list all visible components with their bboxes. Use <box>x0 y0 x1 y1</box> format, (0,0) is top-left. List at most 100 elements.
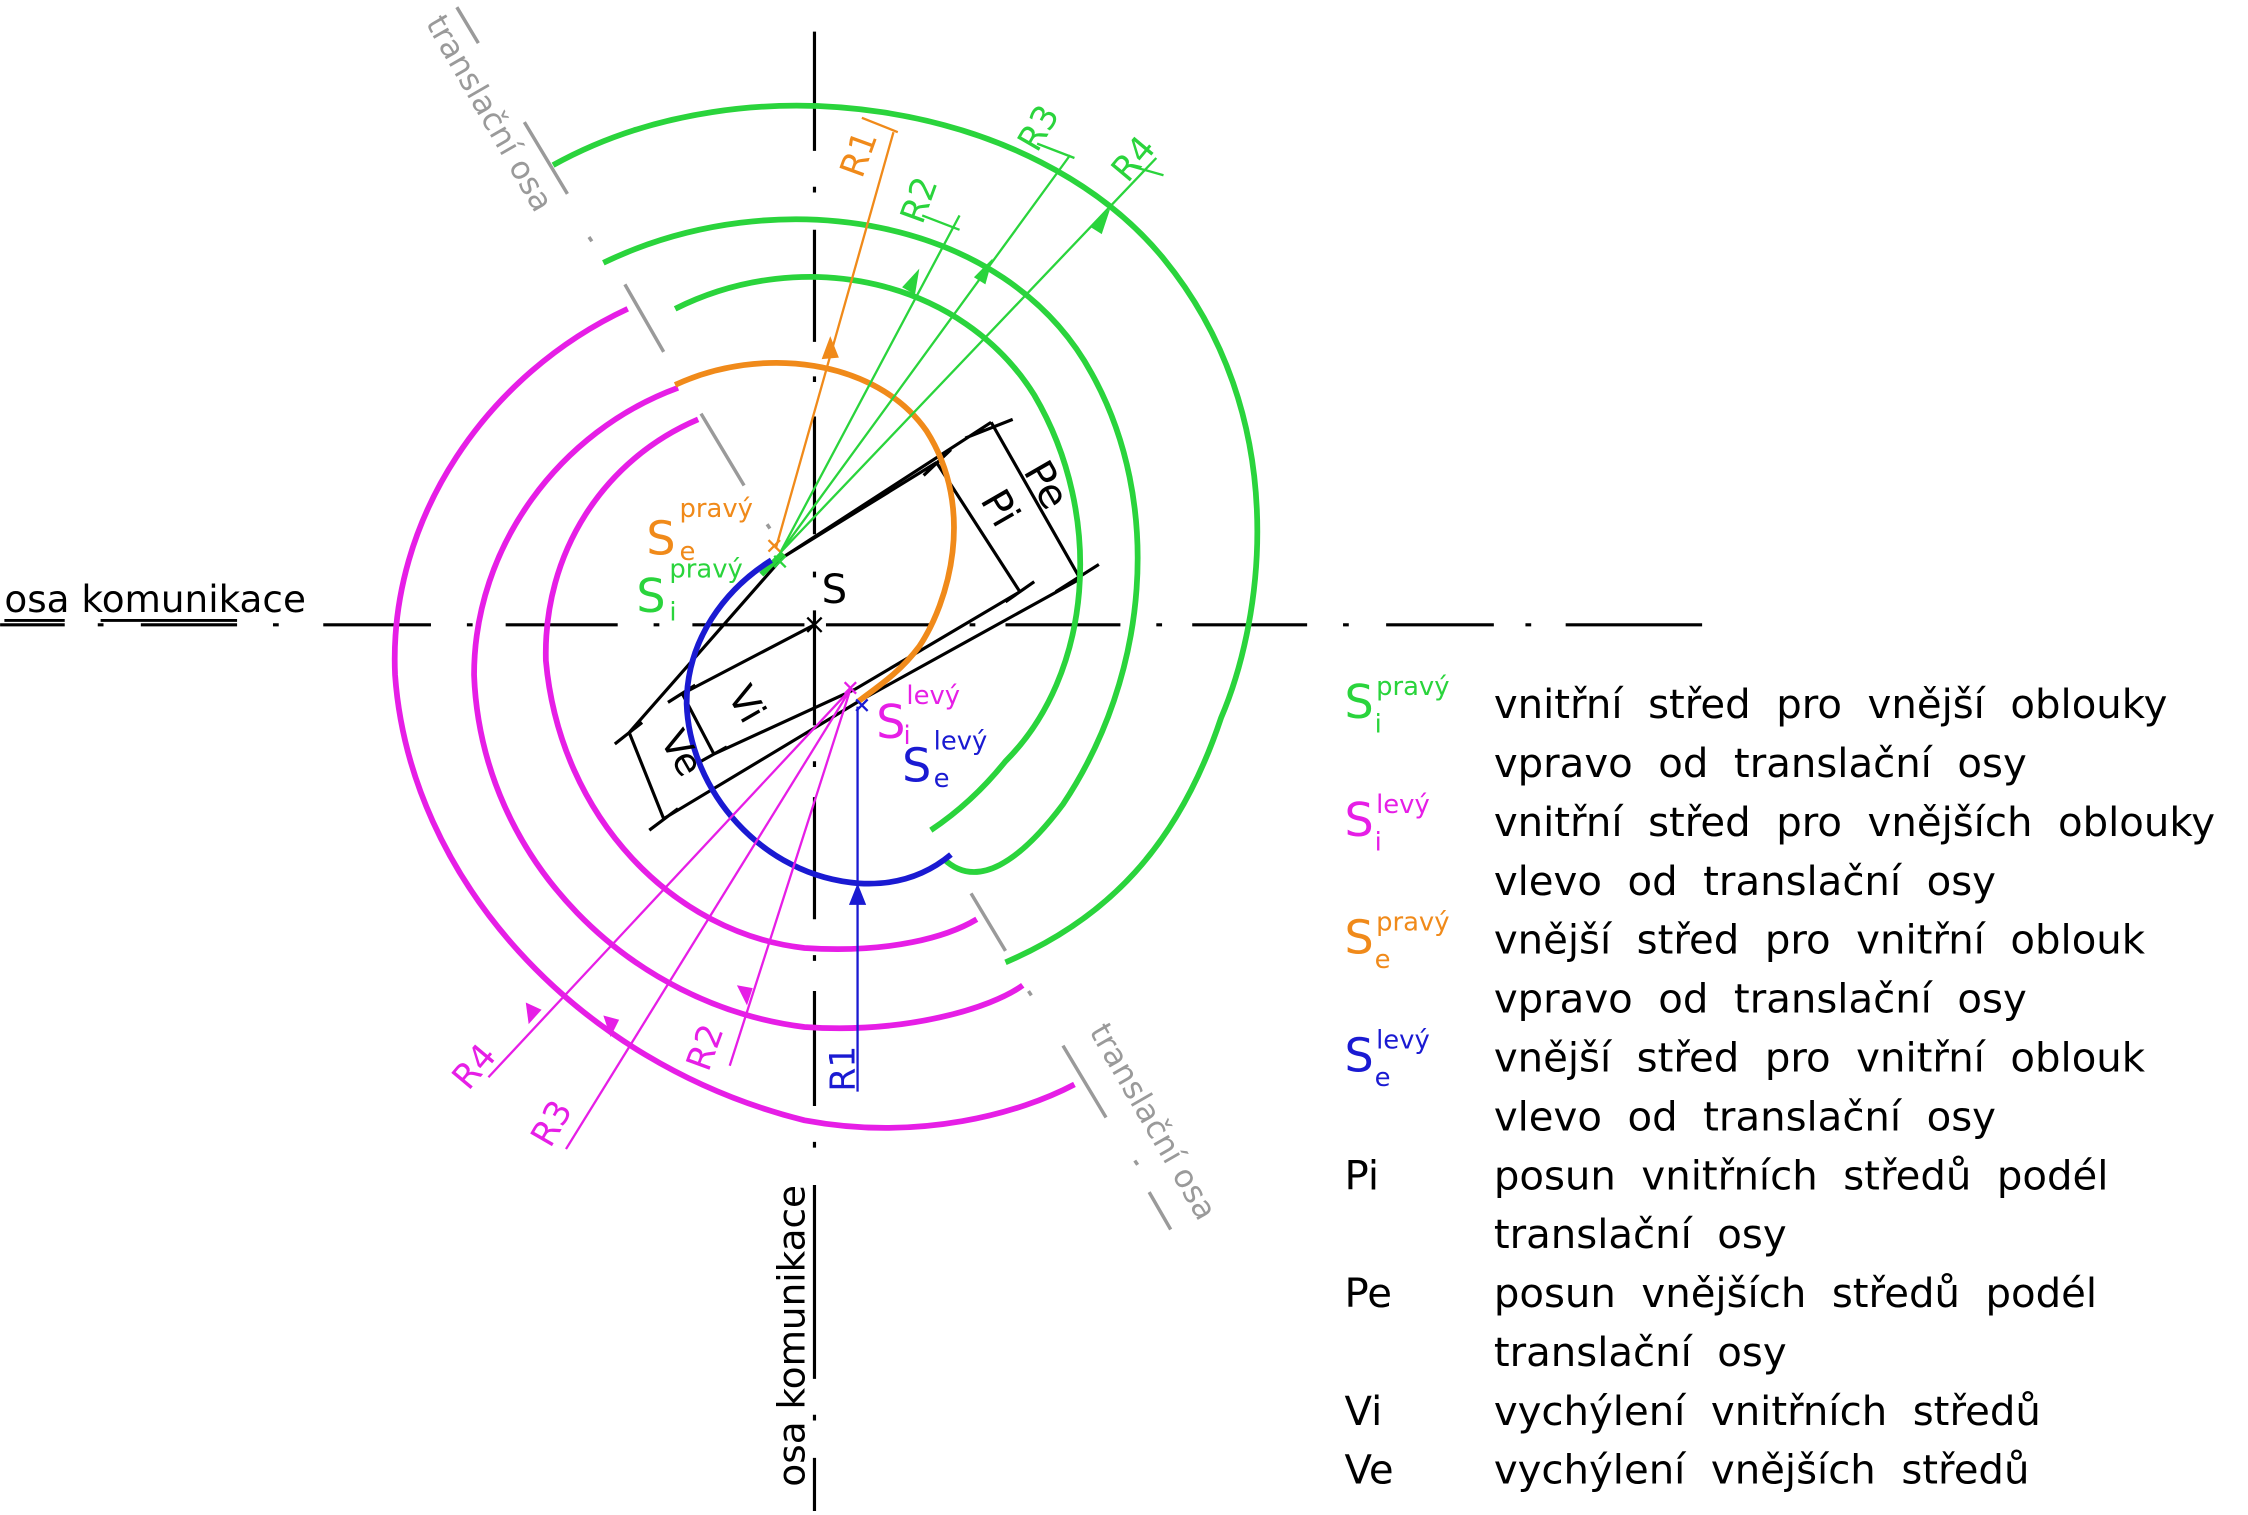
ve-dimension <box>613 556 863 832</box>
si-pravy-sub: i <box>669 597 676 627</box>
translation-axis-top-label: translační osa <box>418 9 559 218</box>
r2-bottom-label: R2 <box>679 1019 732 1076</box>
s-center-cross <box>806 616 823 633</box>
si-pravy-sup: pravý <box>669 554 742 584</box>
legend-row: Pe posun vnějších středů podél translační … <box>1344 1271 2097 1376</box>
legend-symbol: Pi <box>1344 1153 1379 1199</box>
r3-top-leader <box>779 154 1072 554</box>
se-pravy-sub: e <box>679 537 695 567</box>
translation-axis <box>455 6 1173 1231</box>
legend-symbol: S <box>1344 911 1373 965</box>
r2-bottom-arrowhead <box>736 985 753 1006</box>
legend-symbol: Ve <box>1344 1448 1393 1494</box>
r4-top-leader <box>779 157 1158 554</box>
se-pravy-label: S pravý e <box>646 494 753 567</box>
se-levy-cross <box>855 698 869 712</box>
si-levy-base: S <box>876 695 905 749</box>
road-axes <box>0 31 1703 1511</box>
pe-dimension <box>782 417 1100 701</box>
orange-inner-arc <box>673 360 957 704</box>
legend-symbol: Pe <box>1344 1271 1392 1317</box>
legend-row: Pi posun vnitřních středů podél translační… <box>1344 1153 2108 1258</box>
center-markers <box>767 539 869 712</box>
legend-symbol-sup: pravý <box>1376 672 1449 702</box>
r2-top-arrowhead <box>902 268 920 295</box>
legend-symbol-sub: i <box>1375 827 1382 857</box>
legend-description-line: vychýlení vnějších středů <box>1494 1448 2030 1494</box>
si-levy-cross <box>843 681 857 695</box>
se-pravy-sup: pravý <box>679 494 752 524</box>
si-levy-sub: i <box>904 721 911 751</box>
si-pravy-base: S <box>636 569 665 623</box>
vertical-axis-label: osa komunikace <box>769 1185 813 1487</box>
r3-bottom-arrowhead <box>603 1015 620 1038</box>
legend-symbol: Vi <box>1344 1389 1382 1435</box>
r4-top-arrowhead <box>1090 208 1111 235</box>
translation-axis-bottom-line <box>969 892 1173 1231</box>
se-levy-label: S levý e <box>902 727 987 794</box>
legend-description-line: translační osy <box>1494 1212 1787 1258</box>
r2-bottom-leader <box>728 689 852 1067</box>
legend-description-line: vpravo od translační osy <box>1494 741 2027 787</box>
green-arc-r4 <box>551 102 1261 965</box>
magenta-arc-r3 <box>471 385 1025 1032</box>
r1-bottom-arrowhead <box>848 883 867 905</box>
si-pravy-cross <box>773 555 787 569</box>
r1-top-label: R1 <box>833 126 886 183</box>
r3-top-arrowhead <box>973 258 993 285</box>
vi-dimension <box>667 623 856 763</box>
se-levy-base: S <box>902 738 931 792</box>
r4-bottom-arrowhead <box>525 1002 542 1025</box>
r2-top-label: R2 <box>893 172 946 229</box>
legend-symbol: S <box>1344 793 1373 847</box>
magenta-arc-r4 <box>391 306 1076 1131</box>
green-si-short <box>759 550 785 577</box>
se-levy-sup: levý <box>934 727 988 757</box>
vi-label: Vi <box>719 678 775 730</box>
legend-description-line: vnitřní střed pro vnější oblouky <box>1494 682 2168 728</box>
r2-top-leader <box>778 214 961 554</box>
se-pravy-base: S <box>646 511 675 565</box>
magenta-arcs <box>391 306 1076 1131</box>
green-arcs <box>551 102 1261 965</box>
legend-description-line: posun vnitřních středů podél <box>1494 1153 2109 1199</box>
center-label: S <box>822 567 848 613</box>
r3-top-underline <box>1036 142 1075 160</box>
blue-inner-arc <box>683 557 953 887</box>
r4-top-label: R4 <box>1104 129 1164 190</box>
r1-top-arrowhead <box>821 336 839 360</box>
legend-description-line: translační osy <box>1494 1330 1787 1376</box>
legend-description-line: vychýlení vnitřních středů <box>1494 1389 2041 1435</box>
legend-symbol: S <box>1344 675 1373 729</box>
pi-dimension <box>782 448 1036 691</box>
r1-top-underline <box>861 116 899 134</box>
r4-bottom-label: R4 <box>445 1037 505 1098</box>
legend-symbol: S <box>1344 1028 1373 1082</box>
radius-arrowheads <box>525 208 1111 1038</box>
legend-description-line: vnější střed pro vnitřní oblouk <box>1494 918 2146 964</box>
legend-symbol-sup: levý <box>1376 1026 1430 1056</box>
legend-symbol-sub: e <box>1375 1063 1391 1093</box>
si-pravy-label: S pravý i <box>636 554 743 627</box>
legend-description-line: vpravo od translační osy <box>1494 977 2027 1023</box>
green-arc-r3 <box>602 216 1141 875</box>
legend-row: Ve vychýlení vnějších středů <box>1344 1448 2029 1494</box>
radius-leaders <box>487 116 1164 1150</box>
green-arc-r2 <box>673 274 1084 833</box>
legend-description-line: vlevo od translační osy <box>1494 1094 1996 1140</box>
r1-top-leader <box>774 131 895 549</box>
legend-symbol-sup: pravý <box>1376 908 1449 938</box>
se-levy-sub: e <box>934 764 950 794</box>
legend-description-line: posun vnějších středů podél <box>1494 1271 2097 1317</box>
legend-row: Vi vychýlení vnitřních středů <box>1344 1389 2040 1435</box>
dimension-lines <box>613 417 1100 832</box>
legend-description-line: vnější střed pro vnitřní oblouk <box>1494 1035 2146 1081</box>
si-levy-sup: levý <box>906 681 960 711</box>
r4-top-underline <box>1127 164 1164 177</box>
translation-axis-top-line <box>455 6 772 530</box>
